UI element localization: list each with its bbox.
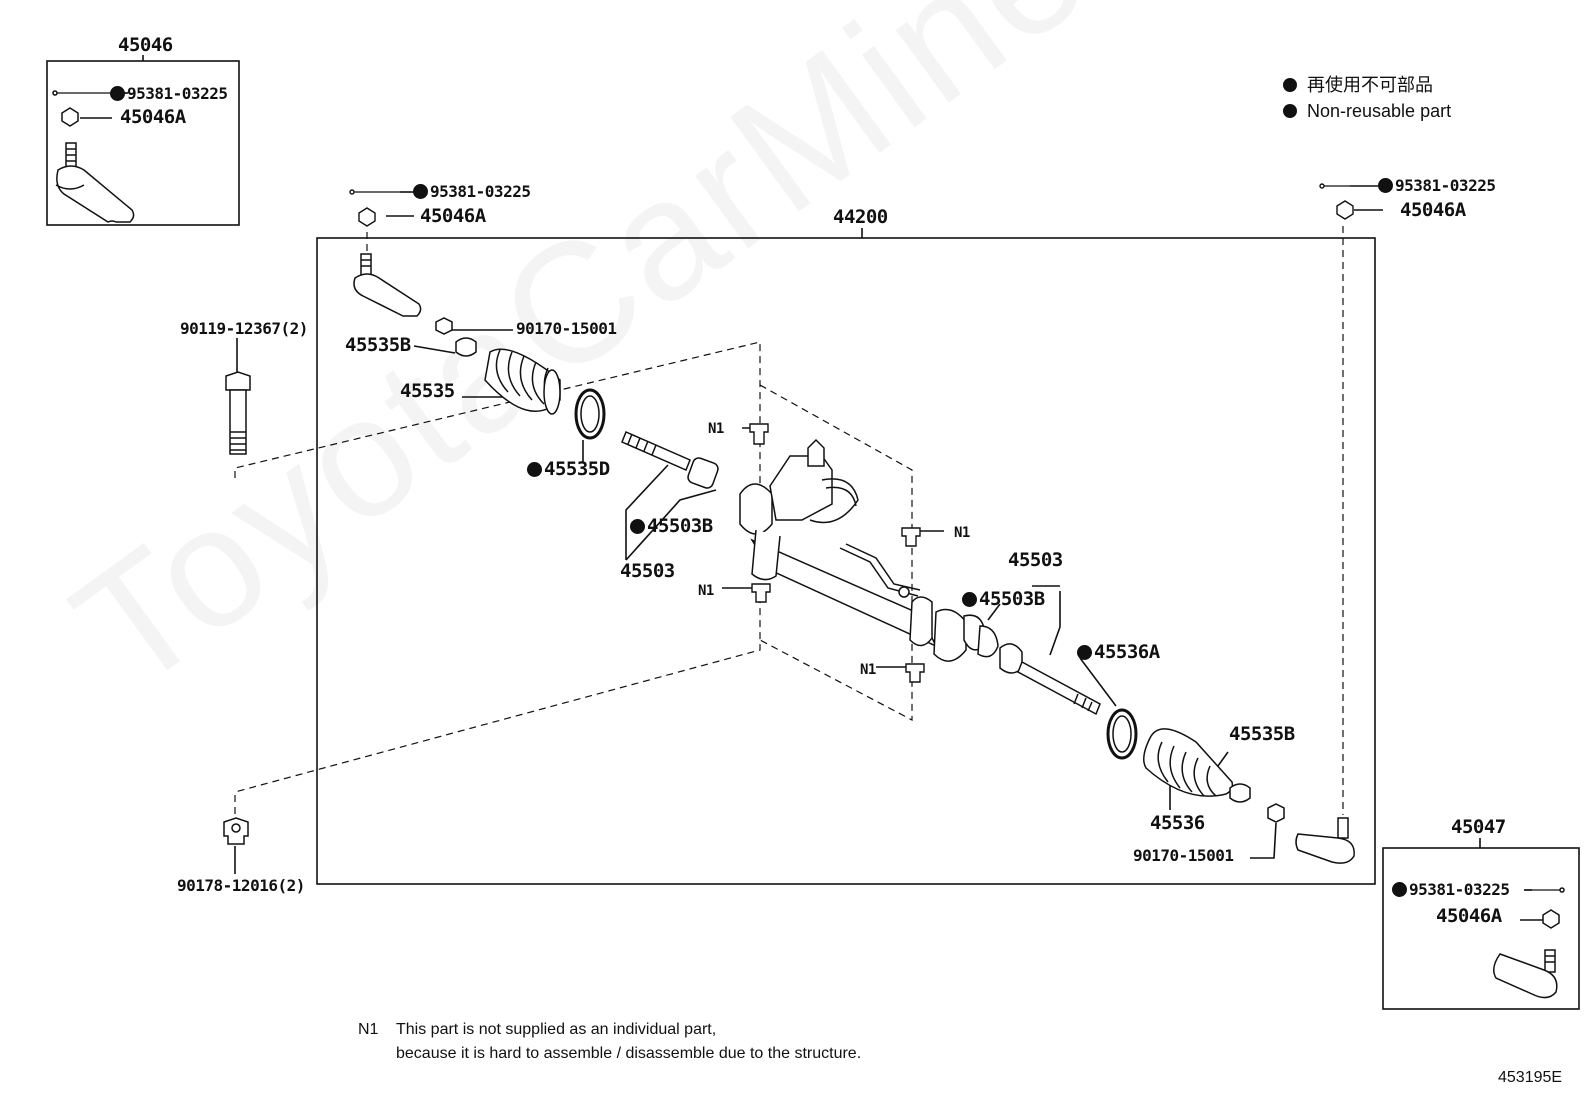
legend-jp: 再使用不可部品 <box>1283 74 1433 96</box>
part-label-44200[interactable]: 44200 <box>833 206 888 228</box>
footnote-tag: N1 <box>358 1021 379 1038</box>
part-label-45535b-lower[interactable]: 45535B <box>1229 723 1295 745</box>
part-label-45047[interactable]: 45047 <box>1451 816 1506 838</box>
part-label-45046[interactable]: 45046 <box>118 34 173 56</box>
steering-rack-housing <box>739 438 999 662</box>
part-label-45046a-right[interactable]: 45046A <box>1400 199 1466 221</box>
part-label-45535d[interactable]: 45535D <box>527 458 610 480</box>
tie-rod-end-45046 <box>52 90 135 223</box>
part-label-90170-lower[interactable]: 90170-15001 <box>1133 846 1234 865</box>
boot-right-group <box>999 643 1285 823</box>
n1-bushings <box>749 423 925 683</box>
non-reusable-bullet-icon <box>1283 78 1297 92</box>
part-label-45536a[interactable]: 45536A <box>1077 641 1160 663</box>
part-label-45503-right[interactable]: 45503 <box>1008 549 1063 571</box>
tie-rod-end-left <box>353 253 422 317</box>
band-45535D <box>574 388 606 440</box>
part-label-45046a-left[interactable]: 45046A <box>420 205 486 227</box>
part-label-45503b-left[interactable]: 45503B <box>630 515 713 537</box>
part-label-45535[interactable]: 45535 <box>400 380 455 402</box>
part-label-45503b-right[interactable]: 45503B <box>962 588 1045 610</box>
figure-id: 453195E <box>1498 1069 1563 1086</box>
tie-rod-end-45047 <box>1493 887 1565 999</box>
footnote-line-2: because it is hard to assemble / disasse… <box>396 1045 862 1062</box>
part-label-90170-upper[interactable]: 90170-15001 <box>516 319 617 338</box>
tie-rod-end-right <box>1295 817 1355 864</box>
boot-left-group <box>435 317 719 489</box>
part-label-n1-d[interactable]: N1 <box>860 662 876 678</box>
part-label-n1-b[interactable]: N1 <box>954 525 970 541</box>
non-reusable-bullet-icon <box>1283 104 1297 118</box>
bolt-90119 <box>225 371 251 455</box>
part-label-90119[interactable]: 90119-12367(2) <box>180 319 308 338</box>
footnote-line-1: This part is not supplied as an individu… <box>396 1021 717 1038</box>
part-label-45503-left[interactable]: 45503 <box>620 560 675 582</box>
main-assembly-box-44200 <box>316 237 1376 885</box>
part-label-95381-right[interactable]: 95381-03225 <box>1378 175 1496 197</box>
part-label-95381-left[interactable]: 95381-03225 <box>413 181 531 203</box>
part-label-45536[interactable]: 45536 <box>1150 812 1205 834</box>
part-label-n1-a[interactable]: N1 <box>708 421 724 437</box>
part-label-95381-inset-right[interactable]: 95381-03225 <box>1392 879 1510 901</box>
legend-en: Non-reusable part <box>1283 100 1451 122</box>
part-label-90178[interactable]: 90178-12016(2) <box>177 876 305 895</box>
inset-box-45047 <box>1382 847 1580 1010</box>
boot-45535 <box>484 348 561 415</box>
cotter-pin-and-nut-left <box>349 189 400 227</box>
cotter-pin-and-nut-right <box>1319 183 1354 220</box>
part-label-n1-c[interactable]: N1 <box>698 583 714 599</box>
part-label-45046a-inset-right[interactable]: 45046A <box>1436 905 1502 927</box>
part-label-45535b-upper[interactable]: 45535B <box>345 334 411 356</box>
tie-rod-left <box>621 431 719 489</box>
part-label-95381-inset-left[interactable]: 95381-03225 <box>110 83 228 105</box>
part-label-45046a-inset-left[interactable]: 45046A <box>120 106 186 128</box>
nut-90178 <box>223 817 249 845</box>
